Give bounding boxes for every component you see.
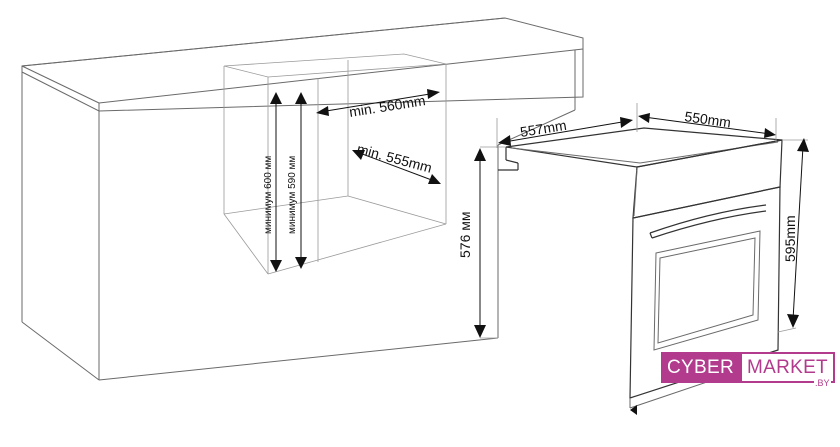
label-min-590: минимум 590 мм <box>287 156 298 234</box>
logo-by-text: .BY <box>814 378 831 388</box>
cybermarket-logo: CYBER MARKET .BY <box>661 352 835 388</box>
label-min-600: минимум 600 мм <box>263 156 274 234</box>
oven-niche <box>223 53 447 275</box>
label-min-555: min. 555mm <box>355 140 434 175</box>
kitchen-cabinet <box>21 17 584 381</box>
label-550: 550mm <box>684 108 732 130</box>
niche-dimensions <box>270 89 441 272</box>
label-595: 595mm <box>782 215 798 262</box>
label-576: 576 мм <box>457 212 473 259</box>
label-557: 557mm <box>519 117 568 140</box>
logo-cyber-text: CYBER <box>661 352 740 383</box>
cabinet-body <box>21 50 576 381</box>
logo-market-text: MARKET <box>739 352 835 383</box>
oven-dimensions <box>474 103 809 415</box>
label-min-560: min. 560mm <box>348 92 427 120</box>
